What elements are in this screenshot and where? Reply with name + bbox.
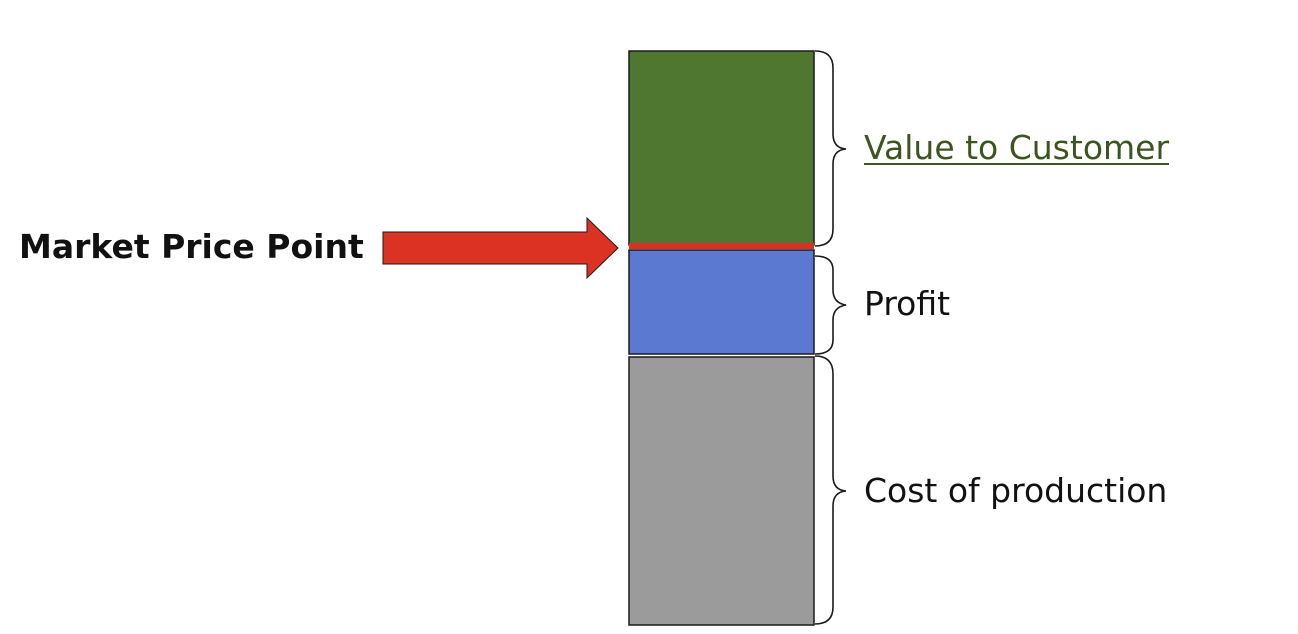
market-price-line: [629, 243, 814, 249]
cost-of-production-brace: [814, 355, 847, 625]
value-to-customer-label: Value to Customer: [864, 128, 1170, 167]
cost-of-production-segment: [628, 356, 815, 626]
profit-brace: [814, 255, 847, 355]
cost-of-production-label: Cost of production: [864, 471, 1168, 510]
arrow-right-icon: [382, 216, 619, 280]
value-to-customer-segment: [628, 50, 815, 246]
profit-segment: [628, 249, 815, 355]
market-price-point-label: Market Price Point: [19, 227, 364, 266]
profit-label: Profit: [864, 284, 951, 323]
value-to-customer-brace: [814, 50, 847, 247]
